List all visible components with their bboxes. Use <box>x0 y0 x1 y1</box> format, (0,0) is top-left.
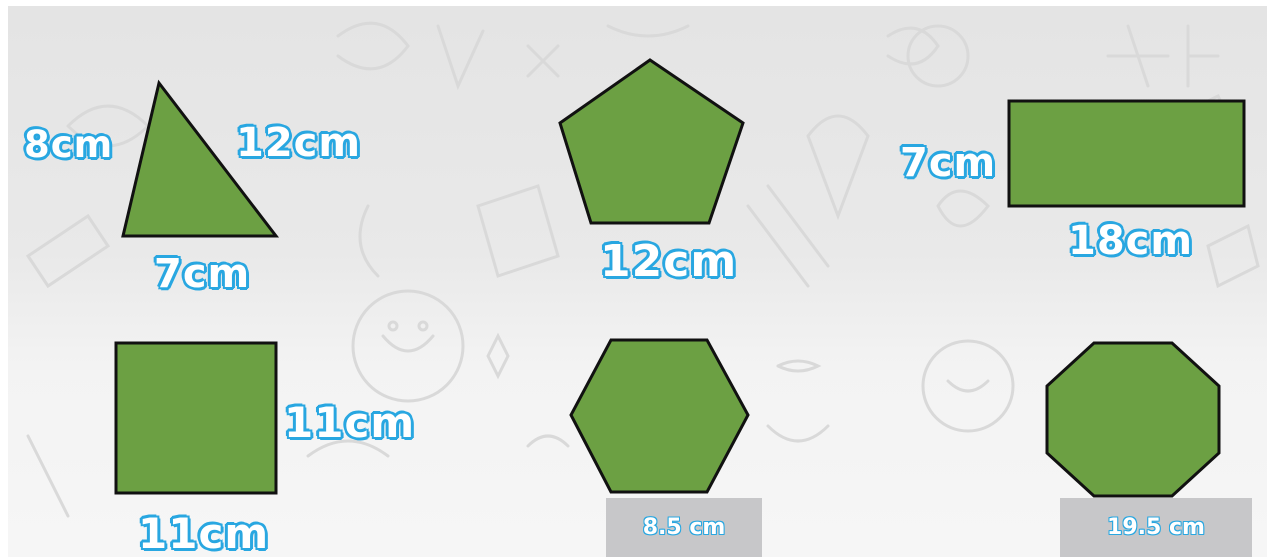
rectangle-width-label: 18cm <box>1068 218 1194 264</box>
square-shape <box>114 341 278 495</box>
rectangle-shape <box>1007 99 1246 208</box>
diagram-canvas: 8cm 12cm 7cm 12cm 7cm 18cm 11cm 11cm 8.5… <box>8 6 1267 557</box>
triangle-base-label: 7cm <box>154 251 251 297</box>
pentagon-shape <box>558 58 745 225</box>
square-bottom-side-label: 11cm <box>138 509 270 557</box>
pentagon-side-label: 12cm <box>600 236 738 287</box>
hexagon-caption: 8.5 cm <box>642 515 726 540</box>
triangle-right-side-label: 12cm <box>236 120 362 166</box>
triangle-shape <box>121 79 280 238</box>
rectangle-height-label: 7cm <box>900 140 997 186</box>
octagon-caption-box: 19.5 cm <box>1060 498 1252 557</box>
doodle-background <box>25 21 1260 518</box>
square-right-side-label: 11cm <box>284 398 416 447</box>
triangle-left-side-label: 8cm <box>24 123 114 166</box>
hexagon-shape <box>569 338 750 494</box>
octagon-caption: 19.5 cm <box>1107 515 1205 540</box>
octagon-shape <box>1045 341 1221 498</box>
hexagon-caption-box: 8.5 cm <box>606 498 762 557</box>
